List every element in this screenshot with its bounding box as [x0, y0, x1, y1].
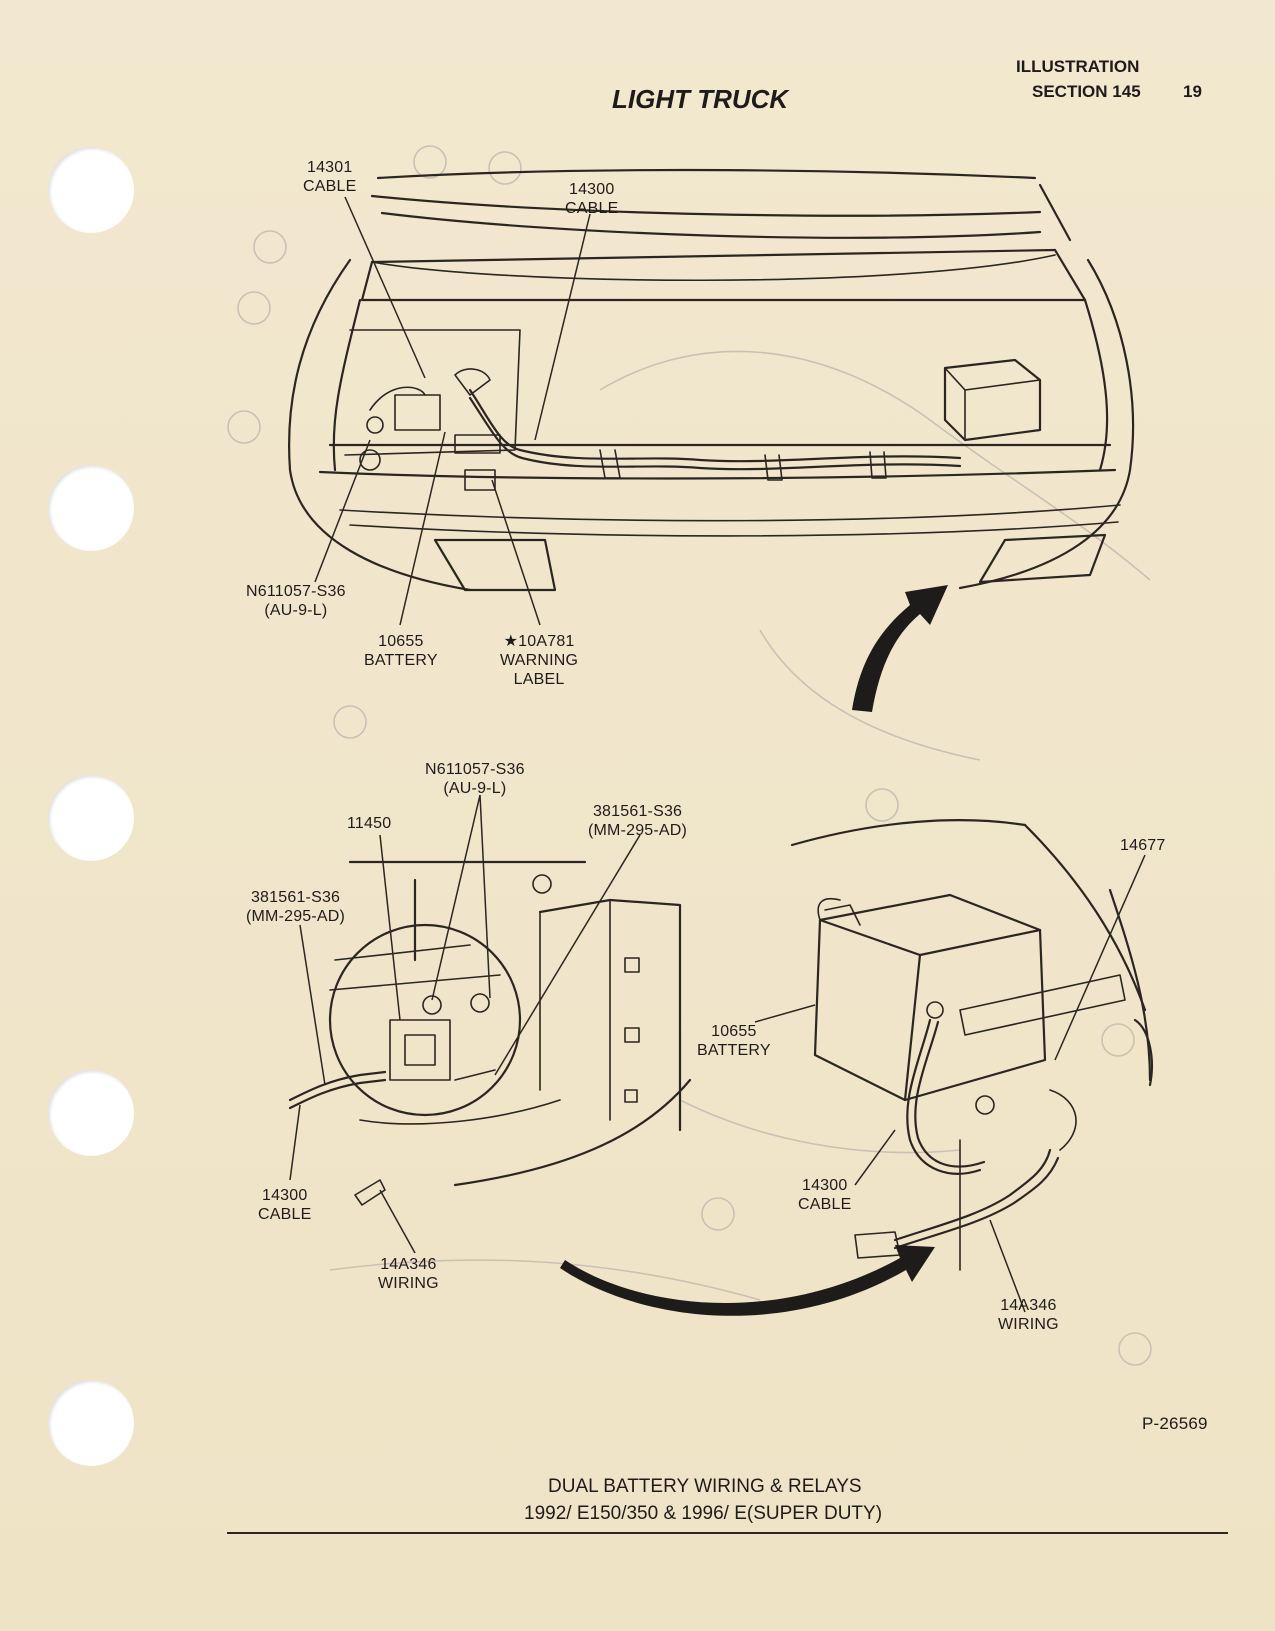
part-number: 14677: [1120, 837, 1166, 854]
battery-detail-drawing: [790, 819, 1153, 1271]
binder-hole: [48, 1380, 134, 1466]
part-number: 381561-S36: [250, 889, 341, 906]
view-arrow-top: [852, 585, 948, 712]
part-code: (AU-9-L): [264, 602, 328, 619]
part-number: N611057-S36: [425, 761, 525, 778]
part-name: BATTERY: [364, 652, 438, 669]
label-part-14677: 14677: [1120, 836, 1166, 855]
part-name: WIRING: [998, 1316, 1059, 1333]
label-wiring-relay: 14A346 WIRING: [378, 1255, 439, 1293]
binder-hole: [48, 147, 134, 233]
page-number: 19: [1183, 82, 1202, 101]
part-code: (MM-295-AD): [246, 908, 346, 925]
relay-detail-drawing: [288, 860, 692, 1206]
part-number: 14300: [261, 1187, 308, 1204]
part-code: (MM-295-AD): [588, 822, 688, 839]
part-number: 10655: [378, 633, 424, 650]
part-number: 14A346: [380, 1256, 437, 1273]
part-name: CABLE: [565, 200, 619, 217]
part-number: 14A346: [1000, 1297, 1057, 1314]
part-number: 381561-S36: [592, 803, 683, 820]
label-nut-left: 381561-S36 (MM-295-AD): [246, 888, 345, 926]
illustration-ref-number: P-26569: [1142, 1414, 1208, 1433]
part-name: CABLE: [303, 178, 357, 195]
binder-hole: [48, 1070, 134, 1156]
part-name: WARNING: [500, 652, 579, 669]
part-name: LABEL: [513, 671, 565, 688]
binder-hole: [48, 465, 134, 551]
label-nut-right: 381561-S36 (MM-295-AD): [588, 802, 687, 840]
label-warning-label: ★10A781 WARNING LABEL: [500, 632, 578, 689]
view-arrow-bottom: [560, 1245, 935, 1316]
part-name: WIRING: [378, 1275, 439, 1292]
part-number: 14301: [306, 159, 353, 176]
part-number: 10655: [711, 1023, 757, 1040]
bleed-through-marks: [227, 145, 1152, 1366]
label-cable-14300-top: 14300 CABLE: [565, 180, 618, 218]
label-cable-relay: 14300 CABLE: [258, 1186, 311, 1224]
label-cable-14301: 14301 CABLE: [303, 158, 356, 196]
top-view-drawing: [287, 168, 1135, 592]
page-title: LIGHT TRUCK: [612, 84, 789, 114]
part-number: 14300: [801, 1177, 848, 1194]
binder-hole: [48, 775, 134, 861]
part-code: (AU-9-L): [443, 780, 507, 797]
part-number: ★10A781: [503, 633, 575, 650]
part-name: CABLE: [258, 1206, 312, 1223]
leader-lines: [289, 196, 1146, 1313]
label-cable-battery: 14300 CABLE: [798, 1176, 851, 1214]
part-number: 11450: [347, 815, 392, 832]
part-name: BATTERY: [697, 1042, 771, 1059]
label-bolt-relay: N611057-S36 (AU-9-L): [425, 760, 525, 798]
illustration-label: ILLUSTRATION: [1016, 57, 1140, 76]
label-battery-detail: 10655 BATTERY: [697, 1022, 771, 1060]
label-relay-11450: 11450: [347, 814, 391, 833]
part-name: CABLE: [798, 1196, 852, 1213]
label-battery-top: 10655 BATTERY: [364, 632, 438, 670]
part-number: 14300: [568, 181, 615, 198]
section-label: SECTION 145: [1032, 82, 1141, 101]
caption-line-1: DUAL BATTERY WIRING & RELAYS: [548, 1476, 862, 1497]
caption-line-2: 1992/ E150/350 & 1996/ E(SUPER DUTY): [524, 1503, 883, 1524]
label-wiring-battery: 14A346 WIRING: [998, 1296, 1059, 1334]
label-bolt-top: N611057-S36 (AU-9-L): [246, 582, 346, 620]
part-number: N611057-S36: [246, 583, 346, 600]
